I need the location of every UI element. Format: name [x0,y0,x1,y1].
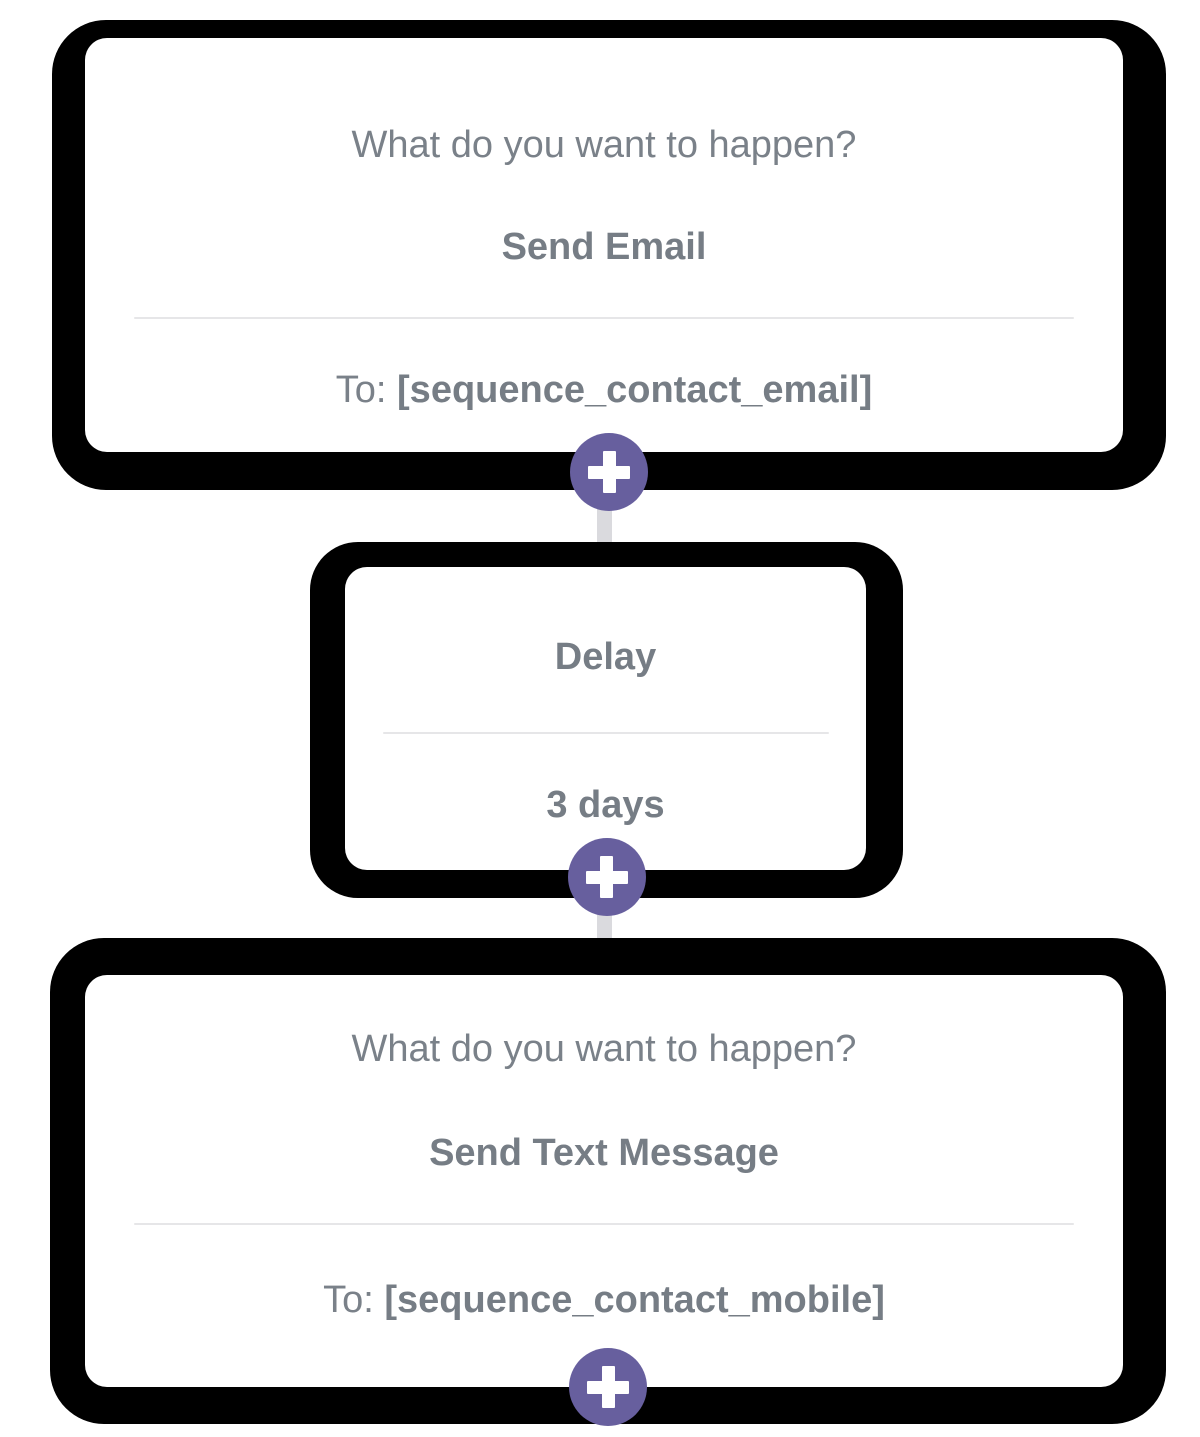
step-card-content: What do you want to happen? Send Email T… [85,38,1123,452]
plus-icon-vertical [601,1366,615,1408]
plus-icon-vertical [602,451,616,493]
step-action-title: Send Text Message [429,1131,779,1174]
step-divider [134,317,1074,319]
step-prompt-label: What do you want to happen? [351,124,857,166]
step-card-content: What do you want to happen? Send Text Me… [85,975,1123,1387]
step-divider [382,731,829,734]
step-detail-label: To: [335,369,398,411]
step-action-title: Send Email [501,225,707,268]
step-divider [134,1223,1074,1225]
step-prompt-label: What do you want to happen? [351,1028,857,1070]
step-detail-token: [sequence_contact_mobile] [384,1279,885,1321]
sequence-step-send-email[interactable]: What do you want to happen? Send Email T… [52,20,1166,511]
step-card-send-text-message[interactable]: What do you want to happen? Send Text Me… [85,975,1123,1387]
add-step-button-after-send-email[interactable] [570,433,648,511]
plus-icon-vertical [600,856,613,898]
sequence-step-delay[interactable]: Delay 3 days [310,542,903,916]
add-step-button-after-send-text-message[interactable] [569,1348,647,1426]
step-card-content: Delay 3 days [345,567,866,870]
step-action-title: Delay [554,636,657,678]
step-delay-value: 3 days [546,783,665,826]
step-detail-token: [sequence_contact_email] [397,369,873,411]
step-detail-label: To: [323,1279,385,1321]
step-detail-row: To: [sequence_contact_email] [336,367,872,415]
sequence-step-send-text-message[interactable]: What do you want to happen? Send Text Me… [50,938,1166,1426]
step-detail-row: To: [sequence_contact_mobile] [323,1277,885,1325]
step-card-delay[interactable]: Delay 3 days [345,567,866,870]
add-step-button-after-delay[interactable] [567,838,646,916]
step-card-send-email[interactable]: What do you want to happen? Send Email T… [85,38,1123,452]
